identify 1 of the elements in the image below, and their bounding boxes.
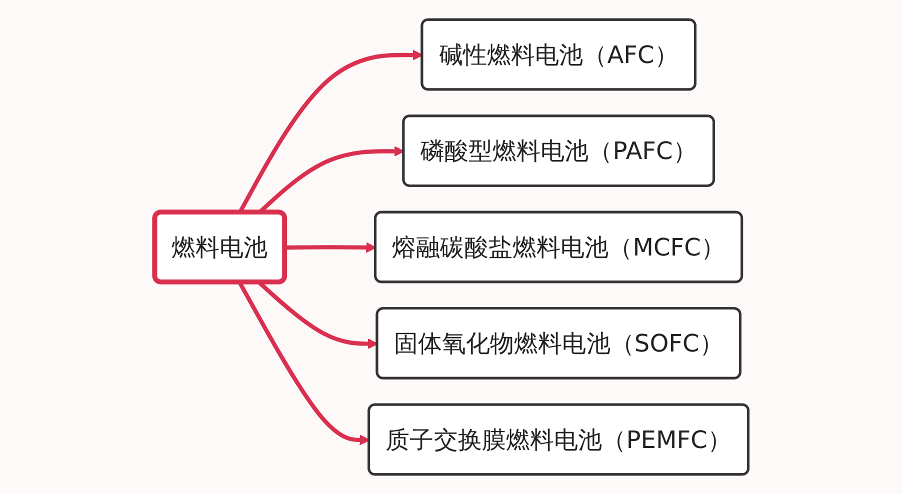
- arrow: [285, 242, 376, 253]
